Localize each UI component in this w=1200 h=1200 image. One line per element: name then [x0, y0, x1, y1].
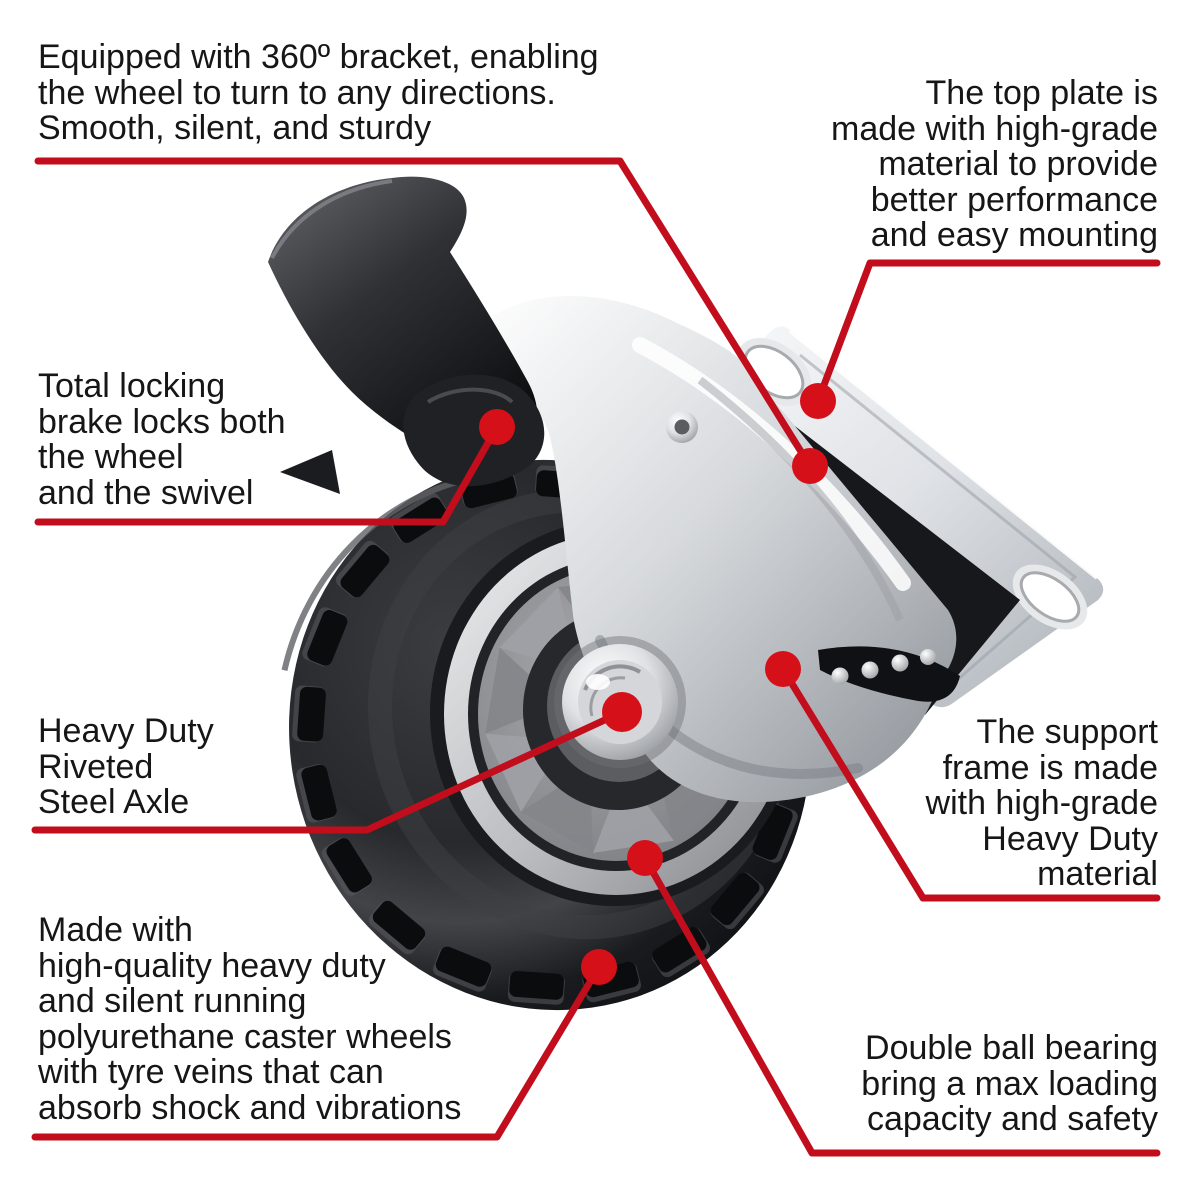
fork-rivet	[666, 411, 698, 443]
callout-text-bracket-360: Equipped with 360º bracket, enabling the…	[38, 38, 599, 147]
callout-line-double-ball-bearing	[641, 854, 1161, 1157]
callout-line-support-frame	[779, 665, 1161, 902]
callout-text-total-locking-brake: Total locking brake locks both the wheel…	[38, 367, 286, 512]
ball-bearing-race	[818, 646, 960, 702]
callout-text-support-frame: The support frame is made with high-grad…	[925, 713, 1158, 893]
bearing-ball	[920, 649, 936, 665]
callout-dot-top-plate	[800, 383, 836, 419]
callout-dot-bracket-360	[792, 448, 828, 484]
callout-text-top-plate: The top plate is made with high-grade ma…	[831, 74, 1158, 254]
callout-lines	[31, 157, 1161, 1157]
callout-text-wheel-material: Made with high-quality heavy duty and si…	[38, 911, 462, 1127]
bearing-ball	[861, 661, 879, 679]
callout-line-total-locking-brake	[34, 423, 501, 526]
callout-dot-steel-axle	[602, 692, 642, 732]
callout-text-steel-axle: Heavy Duty Riveted Steel Axle	[38, 712, 214, 821]
plate-screw-hole	[1012, 564, 1088, 630]
brake-hinge	[403, 374, 545, 487]
callout-line-top-plate	[814, 259, 1161, 405]
callout-text-double-ball-bearing: Double ball bearing bring a max loading …	[861, 1029, 1158, 1138]
callout-dot-total-locking-brake	[479, 409, 515, 445]
callout-dot-support-frame	[765, 651, 801, 687]
bearing-ball	[831, 667, 849, 685]
callout-line-steel-axle	[31, 708, 626, 834]
callout-dots	[479, 383, 836, 985]
callout-dot-double-ball-bearing	[627, 840, 663, 876]
callout-line-bracket-360	[34, 157, 814, 470]
callout-line-wheel-material	[31, 963, 603, 1141]
callout-dot-wheel-material	[581, 949, 617, 985]
bearing-ball	[891, 654, 909, 672]
